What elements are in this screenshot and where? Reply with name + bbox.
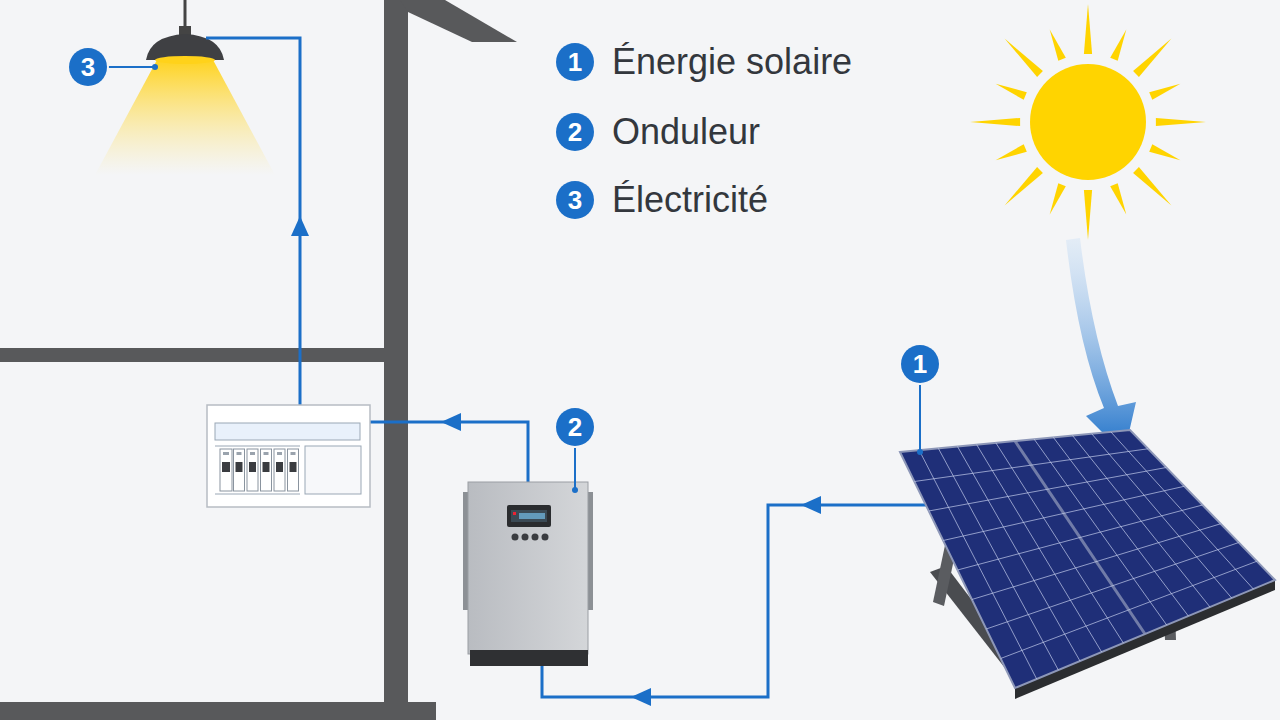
circuit-breaker xyxy=(274,449,285,491)
sun-ray xyxy=(1084,190,1092,240)
circuit-breaker xyxy=(247,449,258,491)
callout-number: 2 xyxy=(556,113,594,151)
key-text: Énergie solaire xyxy=(612,42,852,82)
sun-ray xyxy=(1133,39,1171,77)
sun-ray xyxy=(1133,167,1171,205)
callout-number: 2 xyxy=(556,408,594,446)
callout-number: 3 xyxy=(69,48,107,86)
house-walls xyxy=(0,0,517,720)
sun-ray xyxy=(1050,183,1066,214)
ceiling-lamp xyxy=(95,0,275,175)
callout-number: 1 xyxy=(556,43,594,81)
breaker-panel xyxy=(207,405,370,507)
key-text: Onduleur xyxy=(612,112,760,152)
sun-ray xyxy=(1149,84,1180,100)
sun xyxy=(970,4,1206,240)
sun-ray xyxy=(1084,4,1092,54)
key-text: Électricité xyxy=(612,180,768,220)
panel-grid xyxy=(914,449,1148,482)
sun-ray xyxy=(996,144,1027,160)
leader-lines xyxy=(108,67,920,490)
circuit-breaker xyxy=(234,449,245,491)
callout-number: 3 xyxy=(556,181,594,219)
circuit-breaker xyxy=(261,449,272,491)
sunlight-arrow xyxy=(1066,238,1136,454)
circuit-breaker xyxy=(220,449,232,491)
sun-ray xyxy=(1110,30,1126,61)
sun-ray xyxy=(1050,30,1066,61)
sun-ray xyxy=(1005,167,1043,205)
circuit-breaker xyxy=(288,449,299,491)
panel-grid xyxy=(943,486,1184,540)
sun-ray xyxy=(1110,183,1126,214)
sun-ray xyxy=(970,118,1020,126)
sun-ray xyxy=(996,84,1027,100)
inverter xyxy=(463,482,593,666)
solar-panel xyxy=(900,430,1275,699)
sun-ray xyxy=(1149,144,1180,160)
panel-grid xyxy=(958,505,1203,570)
panel-grid xyxy=(929,468,1167,512)
sun-ray xyxy=(1005,39,1043,77)
leader-dots xyxy=(152,64,923,493)
sun-ray xyxy=(1156,118,1206,126)
wires xyxy=(206,38,948,697)
panel-grid xyxy=(1001,561,1257,658)
callout-number: 1 xyxy=(901,345,939,383)
